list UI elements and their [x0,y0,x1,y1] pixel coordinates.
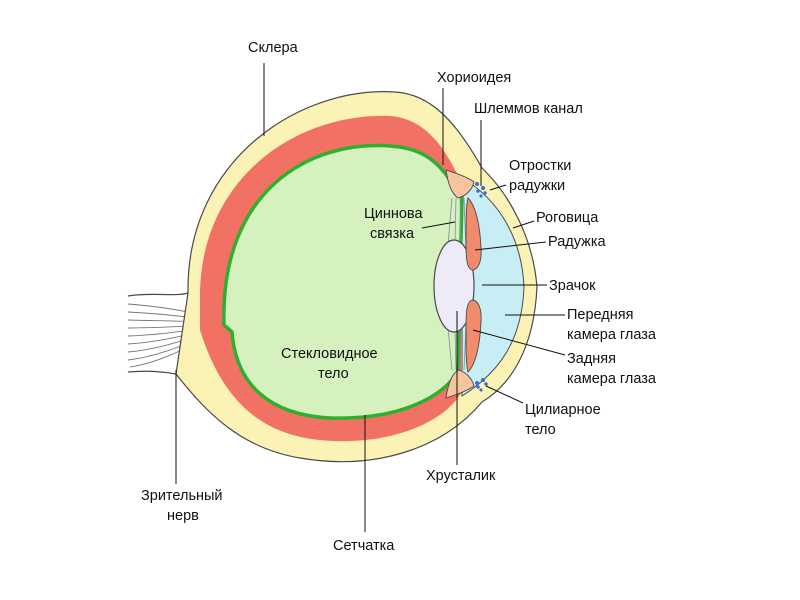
label-iris-processes-1: Отростки [509,158,571,174]
label-anterior-chamber-1: Передняя [567,307,633,323]
label-vitreous-body-2: тело [318,366,349,382]
label-lens: Хрусталик [426,468,496,484]
lens [433,239,475,333]
label-optic-nerve-1: Зрительный [141,488,223,504]
iris-bottom [465,299,482,373]
label-cornea: Роговица [536,210,599,226]
label-zonule-1: Циннова [364,206,423,222]
label-ciliary-body-1: Цилиарное [525,402,601,418]
label-ciliary-body-2: тело [525,422,556,438]
label-pupil: Зрачок [549,278,596,294]
label-posterior-chamber-2: камера глаза [567,371,657,387]
label-sclera: Склера [248,40,299,56]
schlemm-canal-dots [475,182,488,392]
label-schlemm-canal: Шлеммов канал [474,101,583,117]
label-choroid: Хориоидея [437,70,511,86]
label-anterior-chamber-2: камера глаза [567,327,657,343]
label-vitreous-body-1: Стекловидное [281,346,378,362]
label-optic-nerve-2: нерв [167,508,199,524]
iris-top [465,197,482,271]
label-zonule-2: связка [370,226,415,242]
leader-lines [175,63,566,532]
label-retina: Сетчатка [333,538,395,554]
ciliary-body-top [445,169,475,199]
label-iris: Радужка [548,234,606,250]
label-posterior-chamber-1: Задняя [567,351,616,367]
label-iris-processes-2: радужки [509,178,565,194]
ciliary-body-bottom [445,369,475,399]
